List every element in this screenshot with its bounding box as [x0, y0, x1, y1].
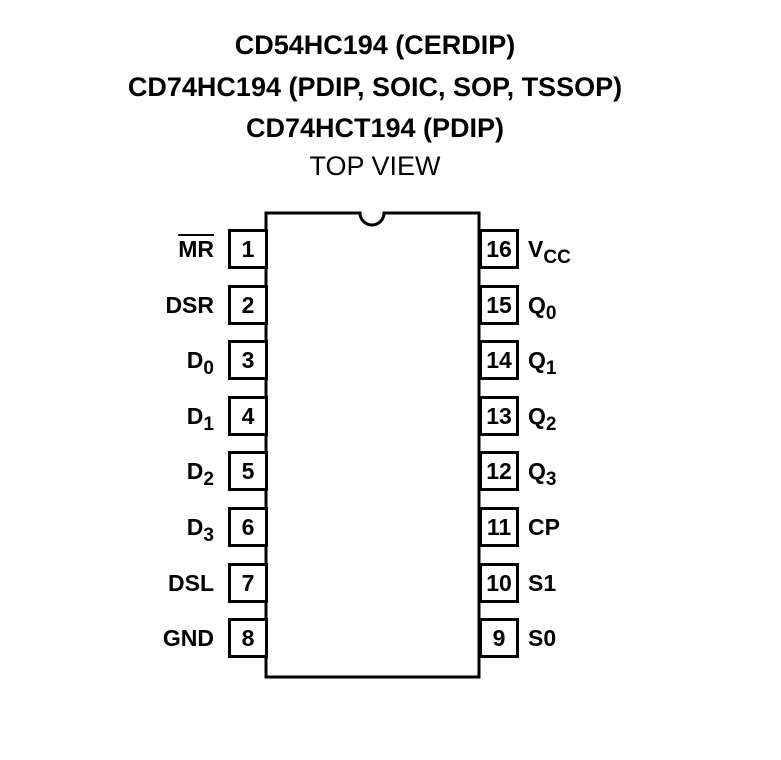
pin-13-label: Q2	[528, 399, 557, 435]
title-line-1: CD54HC194 (CERDIP)	[234, 30, 516, 60]
pin-1-label: MR	[94, 232, 214, 266]
pin-16-box: 16	[479, 229, 519, 269]
pin-name: Q	[528, 402, 546, 429]
pin-5-label: D2	[94, 454, 214, 491]
pin-name: Q	[528, 458, 546, 485]
pin-name: CP	[528, 514, 560, 540]
pin-11-box: 11	[479, 507, 519, 547]
pin-3-box: 3	[228, 340, 268, 381]
pin-8-box: 8	[228, 618, 268, 659]
pin-12-label: Q3	[528, 454, 557, 491]
pin-name-subscript: CC	[543, 247, 571, 268]
pin-3-label: D0	[94, 343, 214, 380]
pin-12-box: 12	[479, 451, 519, 492]
pin-name: MR	[178, 236, 214, 262]
pin-4-box: 4	[228, 395, 268, 436]
pin-11-label: CP	[528, 510, 560, 544]
pin-10-box: 10	[479, 562, 519, 603]
pin-name: D	[186, 458, 204, 485]
pin-name: V	[528, 236, 544, 262]
pin-15-label: Q0	[528, 288, 557, 324]
package-outline	[264, 211, 481, 679]
pin-name: S0	[528, 625, 557, 652]
title-line-2: CD74HC194 (PDIP, SOIC, SOP, TSSOP)	[127, 72, 623, 102]
pin-4-label: D1	[94, 399, 214, 435]
pin-name: DSR	[165, 291, 214, 318]
pin-2-label: DSR	[94, 288, 214, 322]
pin-name: Q	[528, 347, 546, 374]
pin-10-label: S1	[528, 566, 556, 600]
pin-name-subscript: 2	[203, 469, 214, 491]
pin-14-label: Q1	[528, 343, 557, 380]
pin-name: D	[186, 347, 204, 374]
pin-name-subscript: 0	[545, 302, 557, 324]
pin-14-box: 14	[479, 340, 519, 381]
pin-7-box: 7	[228, 562, 268, 603]
pin-name-subscript: 3	[203, 525, 214, 546]
pin-9-label: S0	[528, 621, 556, 655]
pin-13-box: 13	[479, 395, 519, 436]
pin-1-box: 1	[228, 229, 268, 269]
view-label: TOP VIEW	[309, 151, 441, 181]
pin-8-label: GND	[94, 621, 214, 655]
pin-2-box: 2	[228, 284, 268, 325]
pin-name-subscript: 0	[203, 358, 214, 380]
pin-9-box: 9	[479, 618, 519, 659]
pin-name-subscript: 2	[545, 413, 557, 435]
pin-name: S1	[528, 569, 557, 596]
pin-6-box: 6	[228, 507, 268, 547]
title-line-3: CD74HCT194 (PDIP)	[245, 113, 505, 143]
pin-name: GND	[162, 625, 214, 652]
pin-name-subscript: 1	[545, 358, 557, 380]
pin-5-box: 5	[228, 451, 268, 492]
pin-6-label: D3	[94, 510, 214, 546]
pin-name: Q	[528, 291, 546, 318]
pin-name-subscript: 3	[545, 469, 557, 491]
pin-16-label: VCC	[528, 232, 571, 268]
pin-name: DSL	[168, 569, 214, 596]
pin-name: D	[186, 402, 204, 429]
pin-7-label: DSL	[94, 566, 214, 600]
pin-name: D	[186, 514, 204, 540]
pin-15-box: 15	[479, 284, 519, 325]
pin-name-subscript: 1	[203, 413, 214, 435]
